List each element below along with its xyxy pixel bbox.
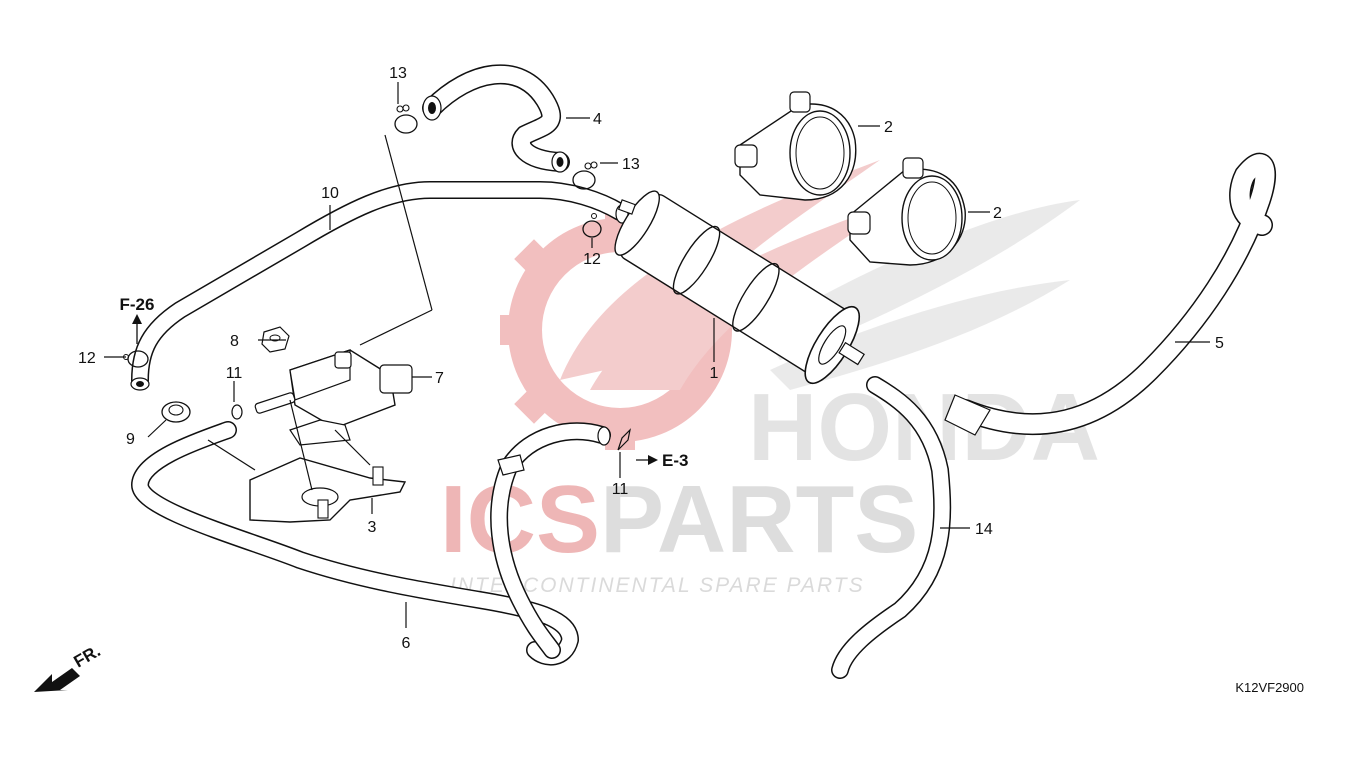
watermark-tagline: INTERCONTINENTAL SPARE PARTS: [450, 574, 865, 597]
callout-12b: 12: [78, 350, 96, 367]
part-5-hose[interactable]: [944, 152, 1276, 436]
callout-14: 14: [975, 521, 993, 538]
ref-f26-label[interactable]: F-26: [120, 295, 155, 314]
front-direction-arrow-icon: [34, 668, 80, 692]
ref-e3-arrow-icon: [636, 455, 658, 465]
part-12-clip-a[interactable]: [582, 213, 602, 238]
part-10-hose[interactable]: [130, 181, 629, 391]
part-4-hose[interactable]: [422, 64, 570, 173]
part-hose-e3[interactable]: [490, 422, 611, 659]
front-direction-label: FR.: [71, 641, 104, 671]
part-1-canister[interactable]: [604, 179, 883, 399]
part-2-clamp-upper[interactable]: [734, 91, 857, 201]
part-3-bracket[interactable]: [249, 457, 407, 523]
part-11-clip-b[interactable]: [617, 428, 631, 451]
leader-lines: [104, 82, 1210, 628]
callout-13a: 13: [389, 65, 407, 82]
callout-10: 10: [321, 185, 339, 202]
callout-12a: 12: [583, 251, 601, 268]
callout-6: 6: [402, 635, 411, 652]
callout-1: 1: [710, 365, 719, 382]
callout-9: 9: [126, 431, 135, 448]
callout-11b: 11: [612, 481, 629, 498]
callout-4: 4: [593, 111, 602, 128]
part-9-grommet[interactable]: [161, 401, 191, 423]
callout-13b: 13: [622, 156, 640, 173]
part-6-hose[interactable]: [131, 421, 579, 666]
ref-f26-arrow-icon: [132, 314, 142, 344]
watermark-brand-part1: ICS: [440, 466, 600, 573]
callout-3: 3: [368, 519, 377, 536]
callout-2a: 2: [884, 119, 893, 136]
part-13-clip-b[interactable]: [572, 161, 598, 190]
part-2-clamp-lower[interactable]: [847, 157, 966, 266]
part-14-hose[interactable]: [831, 376, 952, 679]
callout-8: 8: [230, 333, 239, 350]
callout-labels: 1 2 2 3 4 5 6 7 8 9 10 11 11 12 12 13 13…: [78, 65, 1224, 652]
part-11-clip-a[interactable]: [231, 404, 243, 420]
ref-e3-label[interactable]: E-3: [662, 451, 688, 470]
part-7-solenoid-valve[interactable]: [254, 349, 413, 446]
watermark-brand-part2: PARTS: [600, 466, 918, 573]
watermark: HONDA ICS PARTS INTERCONTINENTAL SPARE P…: [440, 160, 1100, 597]
part-13-clip-a[interactable]: [394, 104, 418, 134]
callout-5: 5: [1215, 335, 1224, 352]
callout-2b: 2: [993, 205, 1002, 222]
callout-7: 7: [435, 370, 444, 387]
callout-11a: 11: [226, 365, 243, 382]
diagram-code: K12VF2900: [1235, 680, 1304, 695]
